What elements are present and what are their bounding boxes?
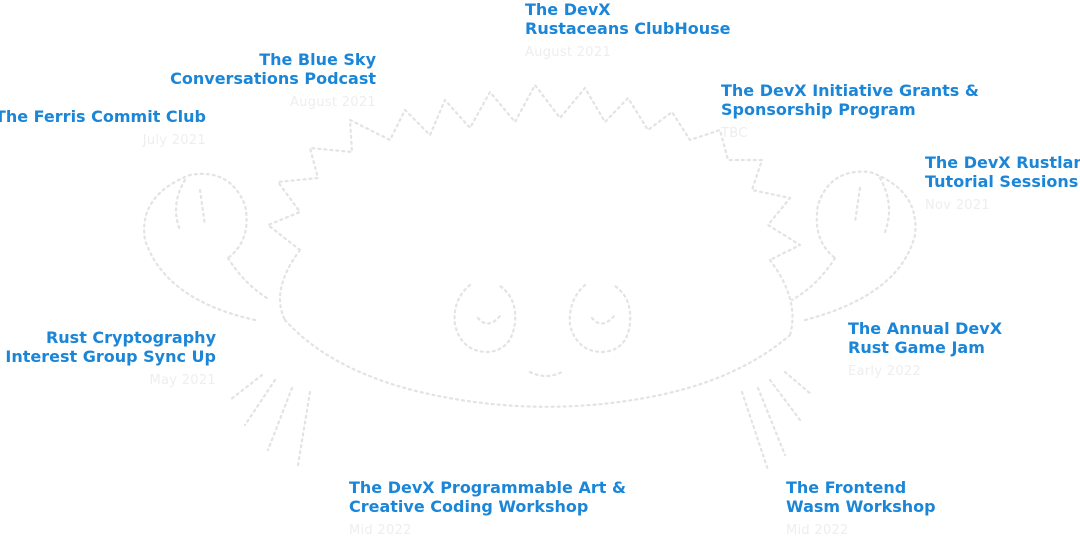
event-ferris-commit-club[interactable]: The Ferris Commit Club July 2021: [0, 107, 206, 149]
event-date: August 2021: [289, 95, 376, 110]
event-title-line1: The Frontend: [786, 478, 907, 497]
event-title-line1: The DevX Programmable Art &: [349, 478, 626, 497]
event-rustlang-tutorials[interactable]: The DevX Rustlang Tutorial Sessions Nov …: [925, 153, 1080, 214]
event-date: May 2021: [149, 373, 216, 388]
event-date: August 2021: [525, 45, 612, 60]
event-title: The Ferris Commit Club: [0, 107, 206, 126]
event-title-line2: Rustaceans ClubHouse: [525, 19, 731, 38]
event-title-line2: Conversations Podcast: [170, 69, 376, 88]
event-title-line2: Tutorial Sessions: [925, 172, 1079, 191]
event-title: The Blue Sky Conversations Podcast: [170, 50, 376, 88]
event-grants-sponsorship[interactable]: The DevX Initiative Grants & Sponsorship…: [721, 81, 979, 142]
event-title: The Annual DevX Rust Game Jam: [848, 319, 1002, 357]
event-title-line2: Wasm Workshop: [786, 497, 936, 516]
event-title: Rust Cryptography Interest Group Sync Up: [5, 328, 216, 366]
event-title-line1: The DevX: [525, 0, 611, 19]
event-title-line1: The Annual DevX: [848, 319, 1003, 338]
event-rustaceans-clubhouse[interactable]: The DevX Rustaceans ClubHouse August 202…: [525, 0, 731, 61]
event-title-line2: Sponsorship Program: [721, 100, 916, 119]
event-title-line1: Rust Cryptography: [45, 328, 216, 347]
event-date: July 2021: [142, 133, 206, 148]
event-title-line2: Creative Coding Workshop: [349, 497, 589, 516]
event-title: The DevX Programmable Art & Creative Cod…: [349, 478, 626, 516]
event-date: TBC: [721, 126, 748, 141]
event-title: The DevX Initiative Grants & Sponsorship…: [721, 81, 979, 119]
event-wasm-workshop[interactable]: The Frontend Wasm Workshop Mid 2022: [786, 478, 936, 539]
event-title-line2: Rust Game Jam: [848, 338, 985, 357]
event-cryptography-sync[interactable]: Rust Cryptography Interest Group Sync Up…: [5, 328, 216, 389]
event-title: The DevX Rustaceans ClubHouse: [525, 0, 731, 38]
event-title-line2: Interest Group Sync Up: [5, 347, 216, 366]
event-blue-sky-podcast[interactable]: The Blue Sky Conversations Podcast Augus…: [170, 50, 376, 111]
event-programmable-art-workshop[interactable]: The DevX Programmable Art & Creative Cod…: [349, 478, 626, 539]
event-date: Mid 2022: [349, 523, 412, 538]
event-title: The DevX Rustlang Tutorial Sessions: [925, 153, 1080, 191]
event-title: The Frontend Wasm Workshop: [786, 478, 936, 516]
event-game-jam[interactable]: The Annual DevX Rust Game Jam Early 2022: [848, 319, 1002, 380]
event-title-line1: The DevX Rustlang: [925, 153, 1080, 172]
event-date: Nov 2021: [925, 198, 990, 213]
event-title-line1: The DevX Initiative Grants &: [721, 81, 979, 100]
event-title-line1: The Blue Sky: [259, 50, 376, 69]
event-date: Early 2022: [848, 364, 922, 379]
event-date: Mid 2022: [786, 523, 849, 538]
